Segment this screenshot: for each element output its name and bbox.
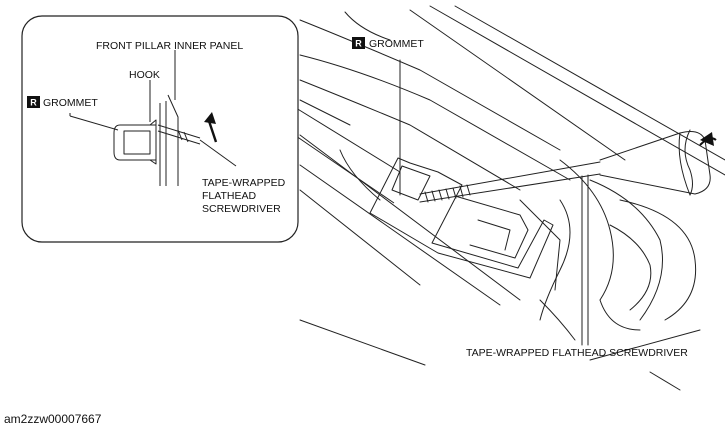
inset-grommet-label: R GROMMET xyxy=(27,96,98,109)
vehicle-pillar-illustration xyxy=(299,5,725,391)
main-grommet-label: R GROMMET xyxy=(352,37,424,50)
document-id: am2zzw00007667 xyxy=(4,412,102,426)
inset-screwdriver-label: TAPE-WRAPPED FLATHEAD SCREWDRIVER xyxy=(202,177,286,215)
rotation-arrow-icon xyxy=(699,132,717,146)
svg-text:GROMMET: GROMMET xyxy=(369,38,424,50)
svg-text:FLATHEAD: FLATHEAD xyxy=(202,190,256,202)
inset-projection-lines xyxy=(295,107,401,204)
hook-label: HOOK xyxy=(129,69,160,81)
svg-text:R: R xyxy=(355,39,362,49)
front-pillar-inner-panel-label: FRONT PILLAR INNER PANEL xyxy=(96,40,243,52)
main-screwdriver-label: TAPE-WRAPPED FLATHEAD SCREWDRIVER xyxy=(466,347,688,359)
detail-inset xyxy=(21,15,299,243)
inset-rotation-arrow-icon xyxy=(204,112,218,143)
svg-text:SCREWDRIVER: SCREWDRIVER xyxy=(202,203,281,215)
svg-text:GROMMET: GROMMET xyxy=(43,97,98,109)
svg-text:TAPE-WRAPPED: TAPE-WRAPPED xyxy=(202,177,286,189)
svg-text:R: R xyxy=(30,98,37,108)
